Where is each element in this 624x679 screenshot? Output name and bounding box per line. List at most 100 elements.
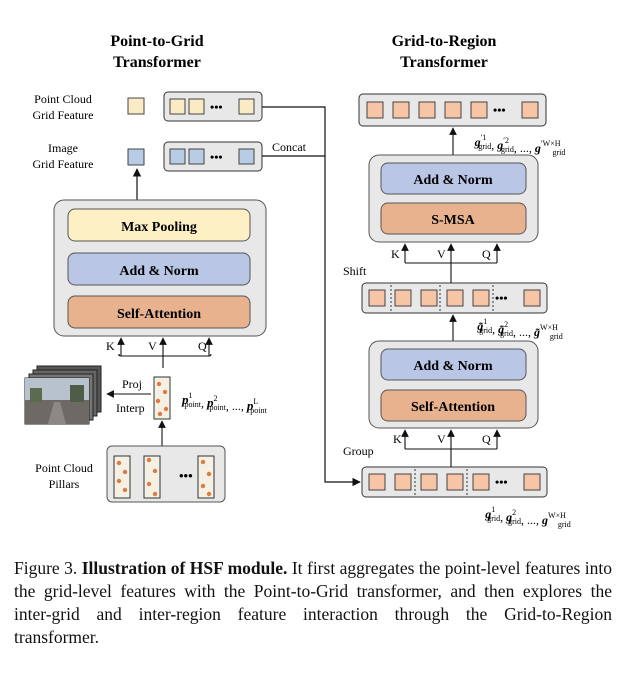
math-symbol: g̃: [476, 319, 483, 333]
math-sub: point: [185, 400, 202, 409]
math-sub: grid: [501, 145, 514, 154]
group-row-cell: [523, 473, 541, 491]
lower-k: K: [393, 432, 402, 446]
shift-row-cell: [523, 289, 541, 307]
pillar-point: [152, 491, 158, 497]
pillar-point: [163, 406, 169, 412]
pillars-ellipsis: •••: [179, 468, 193, 483]
img-row-cell: [238, 148, 255, 165]
math-sub: grid: [550, 332, 563, 341]
math-sup: W×H: [548, 511, 566, 520]
img-feature-swatch: [127, 148, 145, 166]
shift-row-ellipsis: •••: [495, 291, 508, 305]
math-symbol: g: [541, 513, 548, 527]
math-sup: ′1: [481, 133, 487, 142]
pillars-label-1: Point Cloud: [35, 461, 93, 475]
pc-row-cell: [169, 98, 186, 115]
out-row-ellipsis: •••: [493, 103, 506, 117]
pillar-point: [155, 398, 161, 404]
math-sep: , ...,: [521, 513, 542, 527]
proj-label: Proj: [122, 377, 142, 391]
math-sup: L: [253, 397, 258, 406]
shift-row-cell: [446, 289, 464, 307]
shift-label: Shift: [343, 264, 367, 278]
out-row-cell: [366, 101, 384, 119]
interp-label: Interp: [116, 401, 145, 415]
group-row-cell: [394, 473, 412, 491]
left-v: V: [148, 339, 157, 353]
math-sup: ′W×H: [541, 139, 561, 148]
math-sep: , ...,: [513, 325, 534, 339]
left-add-norm-label: Add & Norm: [119, 264, 199, 279]
out-row-cell: [392, 101, 410, 119]
pc-row-ellipsis: •••: [210, 100, 223, 114]
math-sep: , ...,: [226, 399, 247, 413]
img-row-cell: [169, 148, 186, 165]
pillar-point: [206, 491, 212, 497]
pillar-point: [146, 457, 152, 463]
out-row-cell: [470, 101, 488, 119]
pillars-box: [106, 445, 226, 503]
concat-label: Concat: [272, 140, 307, 154]
math-symbol: g̃: [533, 325, 540, 339]
shift-row-cell: [394, 289, 412, 307]
math-sep: , ...,: [514, 141, 535, 155]
math-sub: grid: [552, 148, 565, 157]
shift-row-cell: [420, 289, 438, 307]
out-row-cell: [444, 101, 462, 119]
shift-row-cell: [368, 289, 386, 307]
math-sup: 1: [189, 391, 193, 400]
math-sep: ,: [500, 510, 506, 524]
math-sep: ,: [491, 138, 497, 152]
pc-row-cell: [238, 98, 255, 115]
upper-add-norm-box: [380, 162, 527, 195]
math-sup: 2: [512, 508, 516, 517]
math-symbol: p: [181, 392, 189, 407]
pillar-point: [162, 389, 168, 395]
pillar: [113, 455, 131, 499]
math-symbol: g: [534, 141, 541, 155]
left-kvq-branch: [118, 353, 212, 357]
math-sup: 2: [213, 394, 217, 403]
lower-q: Q: [482, 432, 491, 446]
math-sup: 2: [504, 320, 508, 329]
lower-v: V: [437, 432, 446, 446]
pc-feature-swatch: [127, 97, 145, 115]
math-sup: ′2: [503, 136, 509, 145]
math-sub: grid: [558, 520, 571, 529]
math-symbol: p: [206, 395, 214, 410]
pillar-point: [146, 481, 152, 487]
left-self-attention-label: Self-Attention: [117, 307, 201, 322]
camera-images: [24, 365, 102, 425]
hsf-diagram: Point-to-Grid Transformer Point Cloud Gr…: [24, 33, 571, 529]
caption-rest: It first aggregates the point-level feat…: [14, 558, 613, 647]
upper-k: K: [391, 247, 400, 261]
lower-add-norm-label: Add & Norm: [413, 359, 493, 374]
pillar-point: [156, 381, 162, 387]
pillar: [197, 455, 215, 499]
shift-row-cell: [472, 289, 490, 307]
out-row-cell: [418, 101, 436, 119]
pillar-point: [200, 459, 206, 465]
pillar-point: [152, 468, 158, 474]
math-sub: grid: [487, 514, 500, 523]
concat-connector: [262, 106, 361, 487]
math-sub: point: [209, 403, 226, 412]
left-self-attention-box: [67, 295, 251, 329]
pillar-point: [200, 483, 206, 489]
math-sub: grid: [479, 326, 492, 335]
lower-self-attention-box: [380, 389, 527, 422]
caption-bold: Illustration of HSF module.: [81, 558, 288, 578]
left-q: Q: [198, 339, 207, 353]
pillar-point: [157, 411, 163, 417]
math-symbol: g̃: [497, 322, 504, 336]
img-row-ellipsis: •••: [210, 150, 223, 164]
left-title-line2: Transformer: [113, 54, 201, 71]
upper-add-norm-label: Add & Norm: [413, 173, 493, 188]
point-pillar: [153, 376, 171, 420]
math-sep: ,: [201, 396, 207, 410]
math-sup: 1: [483, 317, 487, 326]
